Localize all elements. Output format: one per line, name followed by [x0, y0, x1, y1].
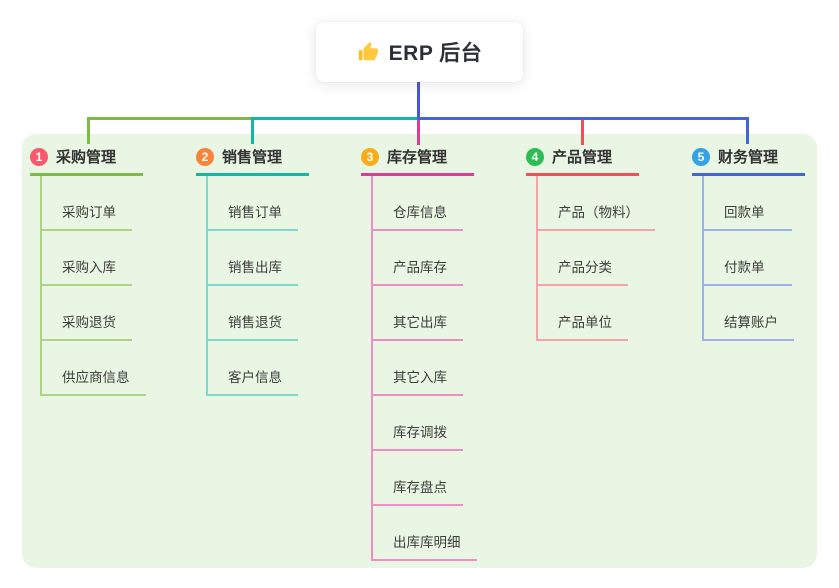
item-label: 销售退货 [208, 311, 298, 341]
mindmap-item[interactable]: 产品（物料） [538, 176, 655, 231]
branch-title: 销售管理 [222, 149, 283, 166]
branch-3: 3 库存管理 仓库信息 产品库存 其它出库 其它入库 库存调拨 库存盘点 出库库… [361, 146, 521, 561]
root-title: ERP 后台 [388, 42, 483, 65]
branch-title: 财务管理 [718, 149, 779, 166]
mindmap-item[interactable]: 采购订单 [42, 176, 146, 231]
item-label: 仓库信息 [373, 201, 463, 231]
item-label: 销售订单 [208, 201, 298, 231]
connector-drop-line-inventory [417, 120, 420, 145]
item-label: 采购订单 [42, 201, 132, 231]
branch-items: 销售订单 销售出库 销售退货 客户信息 [206, 176, 298, 396]
mindmap-item[interactable]: 出库库明细 [373, 506, 477, 561]
branch-title: 产品管理 [552, 149, 613, 166]
branch-header[interactable]: 2 销售管理 [196, 146, 309, 176]
mindmap-item[interactable]: 其它出库 [373, 286, 477, 341]
item-label: 其它出库 [373, 311, 463, 341]
mindmap-item[interactable]: 产品库存 [373, 231, 477, 286]
mindmap-item[interactable]: 销售退货 [208, 286, 298, 341]
connector-bus-line-sales [252, 117, 419, 120]
branch-items: 回款单 付款单 结算账户 [702, 176, 794, 341]
mindmap-item[interactable]: 采购入库 [42, 231, 146, 286]
branch-items: 产品（物料） 产品分类 产品单位 [536, 176, 655, 341]
item-label: 库存调拨 [373, 421, 463, 451]
mindmap-item[interactable]: 销售订单 [208, 176, 298, 231]
mindmap-item[interactable]: 回款单 [704, 176, 794, 231]
mindmap-item[interactable]: 库存调拨 [373, 396, 477, 451]
branch-header[interactable]: 4 产品管理 [526, 146, 639, 176]
mindmap-item[interactable]: 库存盘点 [373, 451, 477, 506]
item-label: 结算账户 [704, 311, 794, 341]
mindmap-item[interactable]: 产品分类 [538, 231, 655, 286]
branch-number-badge: 5 [692, 147, 710, 166]
mindmap-item[interactable]: 产品单位 [538, 286, 655, 341]
branch-2: 2 销售管理 销售订单 销售出库 销售退货 客户信息 [196, 146, 356, 396]
mindmap-item[interactable]: 供应商信息 [42, 341, 146, 396]
mindmap-item[interactable]: 采购退货 [42, 286, 146, 341]
connector-drop-line-purchase [87, 117, 90, 144]
item-label: 客户信息 [208, 366, 298, 396]
item-label: 产品分类 [538, 256, 628, 286]
item-label: 产品（物料） [538, 201, 655, 231]
branch-title: 库存管理 [387, 149, 448, 166]
item-label: 销售出库 [208, 256, 298, 286]
thumbs-up-icon [358, 41, 378, 61]
branch-number-badge: 2 [196, 147, 214, 166]
mindmap-item[interactable]: 销售出库 [208, 231, 298, 286]
mindmap-item[interactable]: 结算账户 [704, 286, 794, 341]
connector-bus-line-purchase [87, 117, 254, 120]
item-label: 产品单位 [538, 311, 628, 341]
branch-number-badge: 1 [30, 147, 48, 166]
item-label: 出库库明细 [373, 531, 477, 561]
mindmap-item[interactable]: 仓库信息 [373, 176, 477, 231]
branch-items: 采购订单 采购入库 采购退货 供应商信息 [40, 176, 146, 396]
item-label: 付款单 [704, 256, 792, 286]
item-label: 采购退货 [42, 311, 132, 341]
mindmap-item[interactable]: 其它入库 [373, 341, 477, 396]
root-node[interactable]: ERP 后台 [316, 22, 523, 82]
connector-drop-line-sales [251, 117, 254, 144]
connector-root-line [417, 82, 420, 120]
item-label: 采购入库 [42, 256, 132, 286]
mindmap-canvas: 1 采购管理 采购订单 采购入库 采购退货 供应商信息 2 销售管理 销售订单 … [22, 134, 817, 568]
item-label: 其它入库 [373, 366, 463, 396]
connector-drop-line-finance [746, 117, 749, 144]
branch-1: 1 采购管理 采购订单 采购入库 采购退货 供应商信息 [30, 146, 190, 396]
item-label: 供应商信息 [42, 366, 146, 396]
branch-number-badge: 4 [526, 147, 544, 166]
mindmap-item[interactable]: 客户信息 [208, 341, 298, 396]
item-label: 库存盘点 [373, 476, 463, 506]
branch-4: 4 产品管理 产品（物料） 产品分类 产品单位 [526, 146, 686, 341]
branch-items: 仓库信息 产品库存 其它出库 其它入库 库存调拨 库存盘点 出库库明细 [371, 176, 477, 561]
item-label: 产品库存 [373, 256, 463, 286]
branch-number-badge: 3 [361, 147, 379, 166]
branch-header[interactable]: 1 采购管理 [30, 146, 143, 176]
branch-title: 采购管理 [56, 149, 117, 166]
connector-drop-line-product [581, 120, 584, 145]
branch-header[interactable]: 3 库存管理 [361, 146, 474, 176]
item-label: 回款单 [704, 201, 792, 231]
mindmap-item[interactable]: 付款单 [704, 231, 794, 286]
connector-bus-line-finance [417, 117, 749, 120]
branch-5: 5 财务管理 回款单 付款单 结算账户 [692, 146, 839, 341]
branch-header[interactable]: 5 财务管理 [692, 146, 805, 176]
